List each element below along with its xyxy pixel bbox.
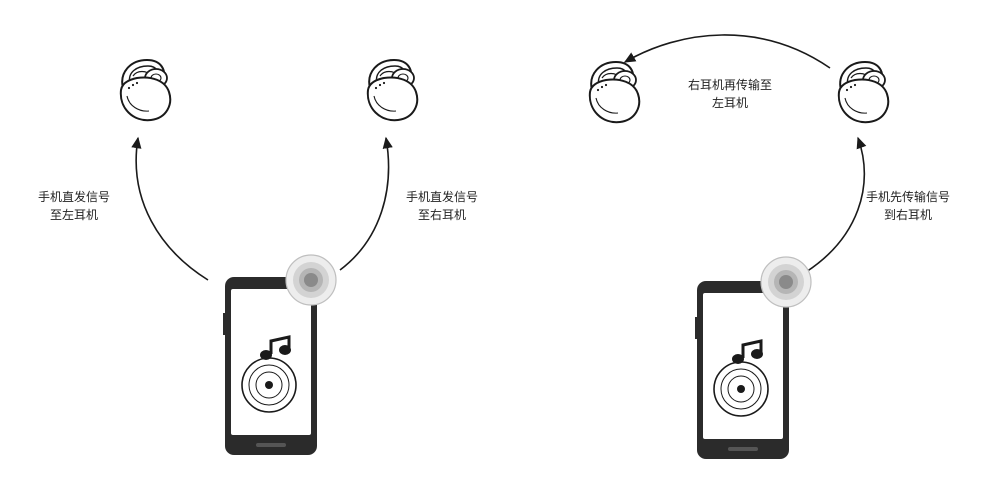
label-phone-to-left: 手机直发信号 至左耳机 — [38, 188, 110, 224]
label-phone-first-to-right: 手机先传输信号 到右耳机 — [866, 188, 950, 224]
signal-emitter-icon-2 — [760, 256, 812, 308]
right-earbud-icon-2 — [837, 61, 890, 124]
label-line: 手机直发信号 — [38, 190, 111, 204]
right-earbud-icon — [366, 59, 419, 122]
signal-arrow-phone-to-right-earbud-2 — [805, 136, 867, 273]
signal-arrow-phone-to-right-earbud — [339, 136, 393, 271]
label-right-to-left: 右耳机再传输至 左耳机 — [688, 76, 772, 112]
label-line: 手机先传输信号 — [866, 190, 951, 204]
smartphone-icon-2 — [693, 279, 791, 461]
label-line: 手机直发信号 — [406, 190, 479, 204]
left-earbud-icon-2 — [588, 61, 641, 124]
signal-arrow-phone-to-left-earbud — [131, 136, 209, 281]
label-phone-to-right: 手机直发信号 至右耳机 — [406, 188, 478, 224]
label-line: 到右耳机 — [884, 208, 933, 222]
left-earbud-icon — [119, 59, 172, 122]
panel-relay — [588, 34, 890, 461]
signal-arrow-right-to-left-earbud — [623, 34, 831, 69]
label-line: 左耳机 — [712, 96, 749, 110]
panel-direct — [119, 59, 419, 457]
label-line: 至左耳机 — [50, 208, 99, 222]
label-line: 右耳机再传输至 — [688, 78, 773, 92]
signal-emitter-icon — [285, 254, 337, 306]
label-line: 至右耳机 — [418, 208, 467, 222]
